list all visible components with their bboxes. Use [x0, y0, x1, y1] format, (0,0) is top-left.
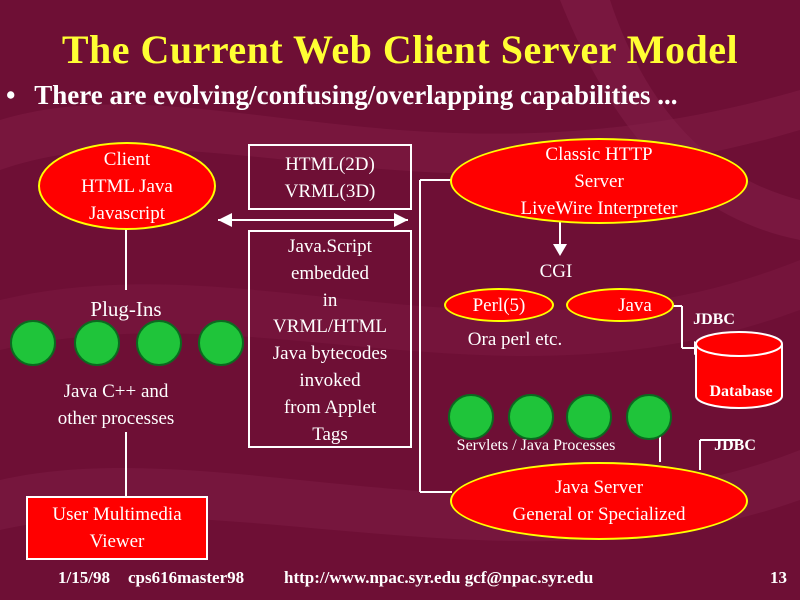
user-multimedia-viewer: User Multimedia Viewer: [26, 496, 208, 560]
viewer-line-2: Viewer: [89, 531, 145, 552]
page-title: The Current Web Client Server Model: [61, 27, 739, 72]
http-line-1: Classic HTTP: [545, 143, 653, 165]
java-server-line-1: Java Server: [554, 477, 644, 498]
servlet-circle-4: [626, 394, 672, 440]
page-number: 13: [770, 568, 787, 587]
servlets-label: Servlets / Java Processes: [456, 437, 616, 454]
client-line-2: HTML Java: [81, 175, 173, 197]
java-server-node: Java Server General or Specialized: [450, 462, 748, 540]
js-line-6: invoked: [299, 369, 361, 391]
oraperl-label: Ora perl etc.: [467, 329, 563, 350]
client-node: Client HTML Java Javascript: [38, 142, 216, 230]
java-cpp-line-2: other processes: [57, 408, 175, 429]
plugin-circle-3: [136, 320, 182, 366]
plugin-circle-4: [198, 320, 244, 366]
java-server-line-2: General or Specialized: [512, 504, 686, 525]
plugin-circle-2: [74, 320, 120, 366]
servlet-circle-3: [566, 394, 612, 440]
bullet-text: There are evolving/confusing/overlapping…: [34, 80, 678, 110]
java-cpp-line-1: Java C++ and: [63, 381, 169, 402]
html-vrml-box: HTML(2D) VRML(3D): [248, 144, 412, 210]
http-server-node: Classic HTTP Server LiveWire Interpreter: [450, 138, 748, 224]
http-line-3: LiveWire Interpreter: [520, 197, 678, 219]
perl-node: Perl(5): [444, 288, 554, 322]
html-line: HTML(2D): [285, 154, 375, 175]
http-line-2: Server: [574, 170, 624, 192]
bullet-icon: •: [6, 80, 16, 110]
jdbc-bottom-label: JDBC: [714, 437, 756, 454]
footer-file: cps616master98: [128, 568, 245, 587]
bullet-point: • There are evolving/confusing/overlappi…: [6, 80, 677, 111]
java-cpp-label: Java C++ and other processes: [30, 378, 202, 432]
client-line-1: Client: [103, 148, 151, 170]
servlet-circle-2: [508, 394, 554, 440]
java-label: Java: [618, 294, 652, 316]
js-line-4: VRML/HTML: [273, 316, 387, 338]
js-line-7: from Applet: [283, 396, 377, 418]
plugin-circle-1: [10, 320, 56, 366]
footer-url[interactable]: http://www.npac.syr.edu gcf@npac.syr.edu: [284, 568, 594, 587]
client-line-3: Javascript: [89, 202, 165, 224]
viewer-line-1: User Multimedia: [52, 504, 182, 525]
js-line-3: in: [322, 289, 338, 311]
js-line-5: Java bytecodes: [272, 343, 388, 365]
cgi-label: CGI: [539, 261, 573, 282]
js-line-1: Java.Script: [288, 236, 372, 257]
plugins-label: Plug-Ins: [90, 297, 162, 321]
java-node: Java: [566, 288, 674, 322]
js-line-8: Tags: [312, 423, 348, 445]
vrml-line: VRML(3D): [284, 181, 376, 202]
js-line-2: embedded: [290, 262, 370, 284]
jdbc-top-label: JDBC: [693, 311, 735, 328]
perl-label: Perl(5): [472, 294, 526, 316]
database-icon: [695, 331, 783, 409]
javascript-box: Java.Script embedded in VRML/HTML Java b…: [248, 230, 412, 448]
servlet-circle-1: [448, 394, 494, 440]
database-label: Database: [709, 383, 773, 400]
footer-date: 1/15/98: [58, 568, 110, 587]
